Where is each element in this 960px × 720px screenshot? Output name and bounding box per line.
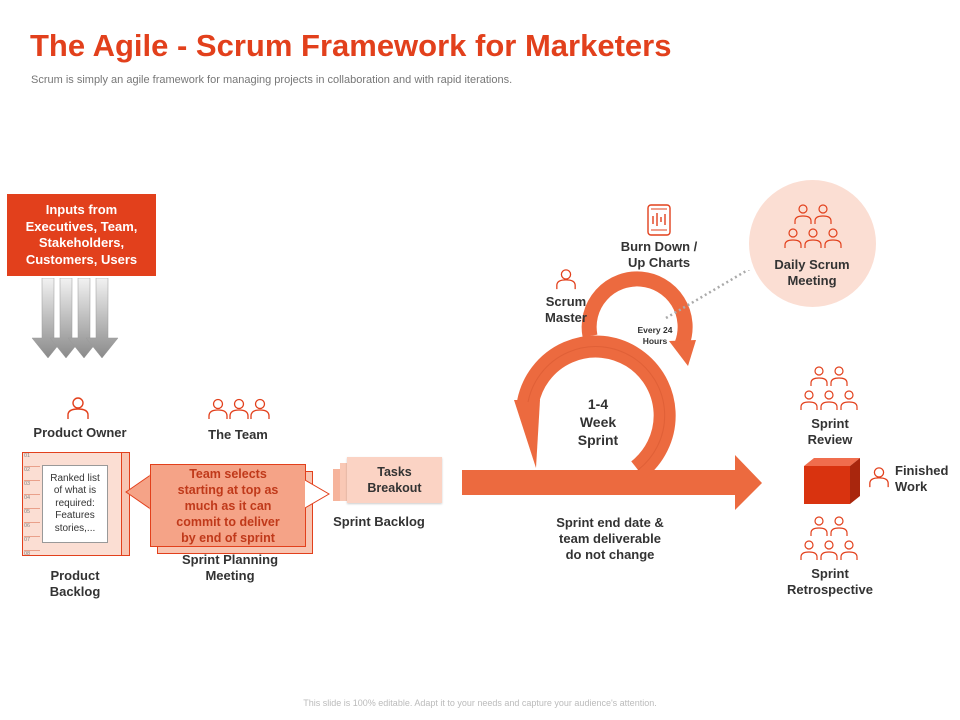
cube-icon bbox=[804, 458, 860, 504]
backlog-row-number: 01 bbox=[24, 453, 40, 467]
sprint-planning-label: Sprint Planning Meeting bbox=[181, 552, 279, 583]
sprint-backlog-label: Sprint Backlog bbox=[333, 514, 425, 529]
the-team-label: The Team bbox=[208, 427, 268, 442]
tasks-breakout-card: Tasks Breakout bbox=[347, 457, 442, 503]
backlog-row-numbers: 01 02 03 04 05 06 07 08 bbox=[24, 453, 40, 563]
phone-chart-icon bbox=[647, 204, 671, 236]
team-selects-box: Team selects starting at top as much as … bbox=[150, 464, 306, 547]
team-icon bbox=[800, 366, 858, 410]
backlog-row-number: 06 bbox=[24, 523, 40, 537]
sprint-progress-arrow bbox=[462, 455, 762, 510]
input-arrows-graphic bbox=[31, 278, 119, 359]
backlog-row-number: 07 bbox=[24, 537, 40, 551]
person-icon bbox=[556, 269, 576, 290]
page-title: The Agile - Scrum Framework for Marketer… bbox=[30, 28, 672, 63]
daily-scrum-circle bbox=[749, 180, 876, 307]
daily-loop-arrow bbox=[581, 271, 696, 366]
team-icon bbox=[208, 398, 270, 419]
scrum-master-label: Scrum Master bbox=[545, 294, 587, 325]
burn-down-label: Burn Down / Up Charts bbox=[620, 239, 698, 270]
team-icon bbox=[784, 204, 842, 248]
sprint-retrospective-label: Sprint Retrospective bbox=[787, 566, 873, 597]
sprint-cycle-graphic bbox=[462, 270, 762, 510]
footer-note: This slide is 100% editable. Adapt it to… bbox=[303, 698, 657, 708]
backlog-row-number: 03 bbox=[24, 481, 40, 495]
backlog-row-number: 08 bbox=[24, 551, 31, 557]
page-subtitle: Scrum is simply an agile framework for m… bbox=[31, 74, 513, 86]
finished-work-label: Finished Work bbox=[895, 463, 949, 494]
callout-pointer bbox=[305, 479, 330, 509]
backlog-row-number: 02 bbox=[24, 467, 40, 481]
team-icon bbox=[800, 516, 858, 560]
daily-scrum-label: Daily Scrum Meeting bbox=[774, 257, 850, 288]
sprint-end-label: Sprint end date & team deliverable do no… bbox=[556, 515, 664, 562]
product-owner-label: Product Owner bbox=[33, 425, 127, 440]
person-icon bbox=[67, 397, 89, 419]
ranked-list-note: Ranked list of what is required: Feature… bbox=[42, 465, 108, 543]
backlog-row-number: 04 bbox=[24, 495, 40, 509]
product-backlog-label: Product Backlog bbox=[49, 568, 101, 599]
down-arrow-icon bbox=[85, 278, 119, 359]
backlog-row-number: 05 bbox=[24, 509, 40, 523]
week-sprint-label: 1-4 Week Sprint bbox=[577, 396, 619, 448]
person-icon bbox=[869, 467, 889, 488]
sprint-loop-arrow bbox=[514, 335, 676, 479]
sprint-review-label: Sprint Review bbox=[807, 416, 853, 447]
every-24-hours-label: Every 24 Hours bbox=[637, 325, 673, 346]
inputs-box: Inputs from Executives, Team, Stakeholde… bbox=[7, 194, 156, 276]
